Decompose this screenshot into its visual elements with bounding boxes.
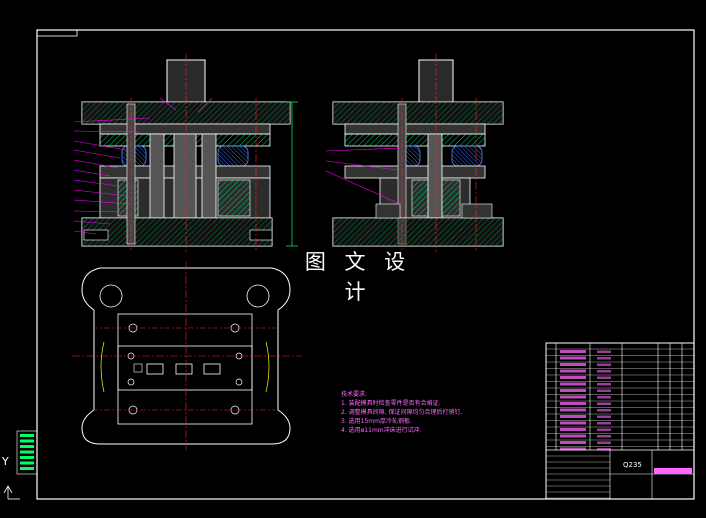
- punch-1: [149, 133, 165, 219]
- title-block: [545, 342, 695, 500]
- notes-title: 技术要求:: [341, 391, 368, 398]
- layer-legend: [16, 430, 38, 475]
- part-material-label: Q235: [623, 461, 642, 469]
- punch-2: [173, 133, 197, 219]
- plan-view: [72, 262, 302, 450]
- note-3: 3. 选用15mm厚冷轧钢板.: [341, 418, 412, 425]
- ucs-icon: [3, 485, 20, 500]
- note-4: 4. 选用ø11mm冲床进行试冲.: [341, 427, 422, 434]
- frame-corner-tab: [36, 29, 78, 37]
- ucs-y-label: Y: [2, 455, 9, 468]
- drawing-frame: [36, 29, 695, 500]
- note-1: 1. 装配模具时检查零件是否有合格证.: [341, 400, 441, 407]
- plan-outline: [81, 267, 291, 445]
- watermark-text: 图 文 设 计: [304, 250, 412, 304]
- note-2: 2. 调整模具间隙, 保证间隙均匀合理后打销钉.: [341, 409, 463, 416]
- punch-3: [201, 133, 217, 219]
- technical-notes: 技术要求: 1. 装配模具时检查零件是否有合格证. 2. 调整模具间隙, 保证间…: [341, 390, 462, 435]
- rubber-spring-right: [217, 145, 249, 167]
- side-section-view: [325, 54, 504, 252]
- side-shank: [418, 59, 454, 103]
- die-shank: [166, 59, 206, 103]
- front-section-view: [73, 54, 298, 252]
- backing-plate: [99, 123, 271, 135]
- side-rubber-right: [451, 145, 483, 167]
